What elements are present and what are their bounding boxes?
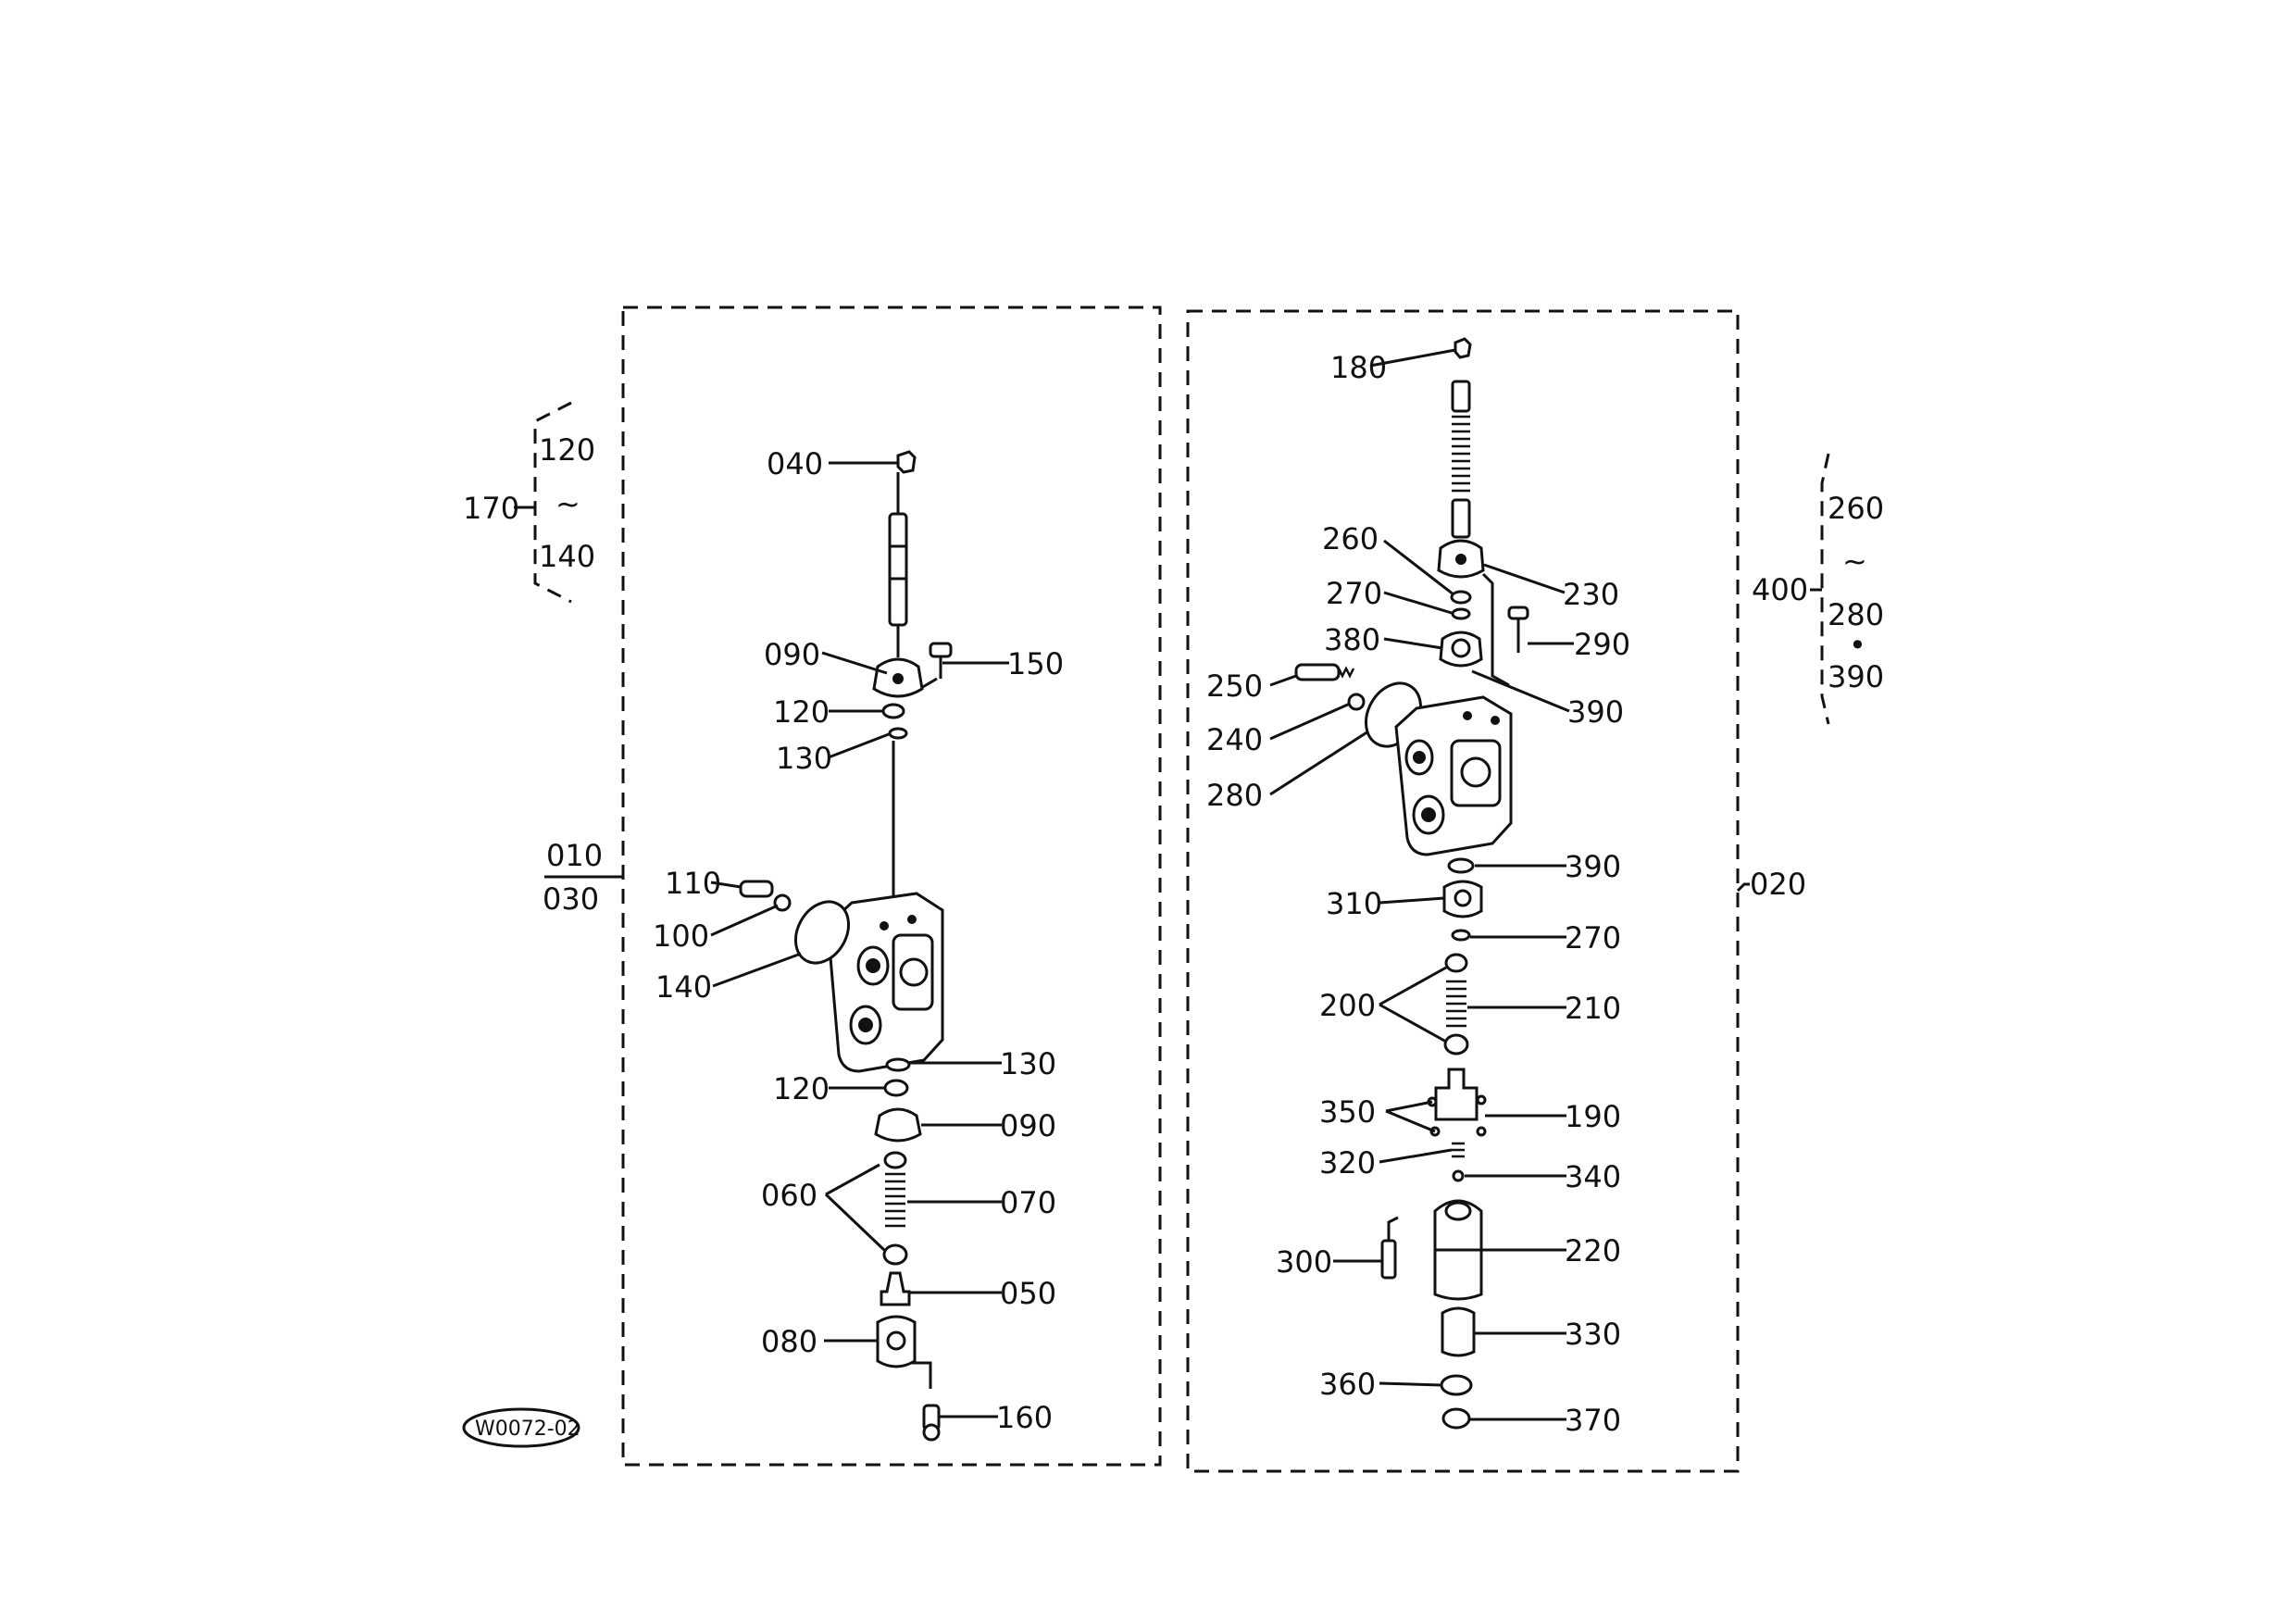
callout-090-lower: 090 bbox=[1000, 1108, 1056, 1143]
callout-070: 070 bbox=[1000, 1185, 1056, 1220]
group-end-140: 140 bbox=[539, 539, 595, 574]
right-assembly-frame bbox=[1186, 309, 1740, 1473]
range-020: 020 bbox=[1750, 867, 1806, 902]
callout-330: 330 bbox=[1565, 1317, 1621, 1352]
callout-250: 250 bbox=[1206, 668, 1263, 704]
callout-390-lower: 390 bbox=[1565, 849, 1621, 884]
callout-270: 270 bbox=[1326, 576, 1382, 611]
callout-210: 210 bbox=[1565, 991, 1621, 1026]
group-extra-390: 390 bbox=[1828, 659, 1884, 694]
left-callouts: 040 090 150 120 130 110 100 140 130 120 … bbox=[653, 446, 1064, 1435]
callout-260: 260 bbox=[1322, 521, 1379, 556]
group-start-260: 260 bbox=[1828, 491, 1884, 526]
callout-350: 350 bbox=[1319, 1094, 1376, 1130]
left-group-bracket: 170 120 ~ 140 bbox=[463, 401, 595, 604]
callout-110: 110 bbox=[665, 866, 721, 901]
group-start-120: 120 bbox=[539, 432, 595, 468]
group-label-170: 170 bbox=[463, 491, 519, 526]
left-parts bbox=[739, 450, 953, 1442]
callout-190: 190 bbox=[1565, 1099, 1621, 1134]
callout-390: 390 bbox=[1567, 694, 1624, 730]
group-dot: • bbox=[1849, 628, 1866, 663]
reference-badge: W0072-02 bbox=[462, 1407, 580, 1448]
callout-340: 340 bbox=[1565, 1159, 1621, 1194]
callout-060: 060 bbox=[761, 1178, 817, 1213]
callout-180: 180 bbox=[1330, 350, 1387, 385]
callout-230: 230 bbox=[1563, 577, 1619, 612]
callout-310: 310 bbox=[1326, 886, 1382, 921]
right-parts bbox=[1294, 337, 1529, 1430]
callout-050: 050 bbox=[1000, 1276, 1056, 1311]
callout-290: 290 bbox=[1574, 627, 1630, 662]
range-bottom-030: 030 bbox=[543, 881, 599, 917]
right-range-label: 020 bbox=[1736, 867, 1806, 902]
right-leaders bbox=[1269, 348, 1574, 1421]
left-range-label: 010 030 bbox=[543, 838, 623, 917]
callout-140: 140 bbox=[655, 969, 712, 1005]
right-group-bracket: 400 260 ~ 280 • 390 bbox=[1752, 453, 1884, 725]
callout-320: 320 bbox=[1319, 1145, 1376, 1181]
callout-240: 240 bbox=[1206, 722, 1263, 757]
range-top-010: 010 bbox=[546, 838, 603, 873]
callout-160: 160 bbox=[996, 1400, 1053, 1435]
callout-120: 120 bbox=[773, 694, 830, 730]
callout-360: 360 bbox=[1319, 1367, 1376, 1402]
left-leaders bbox=[710, 461, 1009, 1418]
right-callouts: 180 260 230 270 290 380 250 240 390 280 … bbox=[1206, 350, 1630, 1438]
callout-150: 150 bbox=[1007, 646, 1064, 681]
callout-100: 100 bbox=[653, 918, 709, 954]
group-end-280: 280 bbox=[1828, 597, 1884, 632]
group-tilde: ~ bbox=[555, 486, 580, 521]
left-assembly-frame bbox=[621, 306, 1162, 1467]
callout-300: 300 bbox=[1276, 1244, 1332, 1280]
callout-270-lower: 270 bbox=[1565, 920, 1621, 956]
callout-130: 130 bbox=[776, 741, 832, 776]
callout-120-lower: 120 bbox=[773, 1071, 830, 1106]
group-label-400: 400 bbox=[1752, 572, 1808, 607]
group-tilde: ~ bbox=[1842, 543, 1867, 579]
callout-090: 090 bbox=[764, 637, 820, 672]
callout-380: 380 bbox=[1324, 622, 1380, 657]
callout-280: 280 bbox=[1206, 778, 1263, 813]
callout-130-lower: 130 bbox=[1000, 1046, 1056, 1081]
callout-200: 200 bbox=[1319, 988, 1376, 1023]
callout-220: 220 bbox=[1565, 1233, 1621, 1268]
badge-text: W0072-02 bbox=[475, 1418, 580, 1441]
callout-040: 040 bbox=[767, 446, 823, 481]
callout-080: 080 bbox=[761, 1324, 817, 1359]
callout-370: 370 bbox=[1565, 1403, 1621, 1438]
